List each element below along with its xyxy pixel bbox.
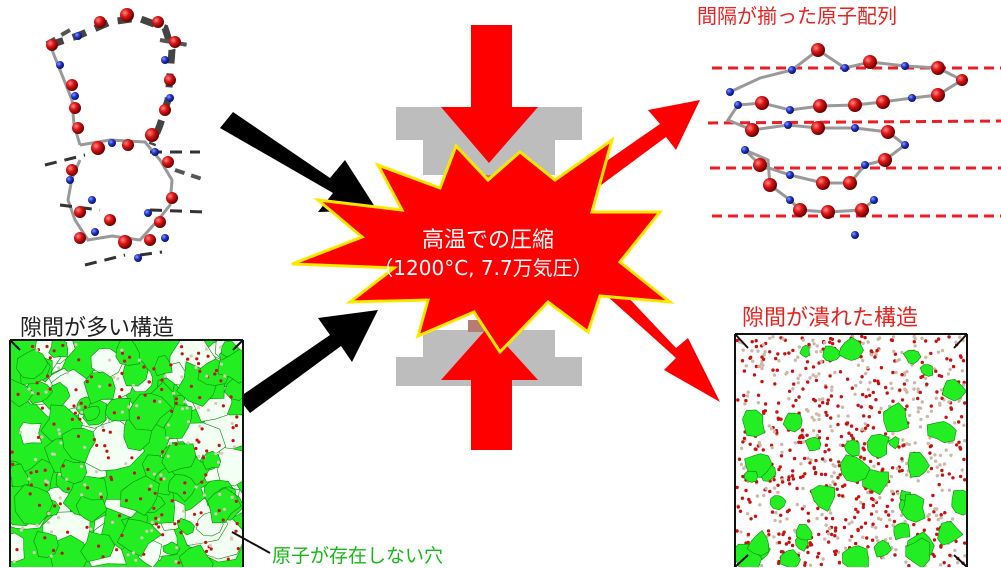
ring-molecule-image bbox=[41, 8, 206, 267]
explosion-burst-icon bbox=[291, 136, 675, 355]
ordered-arrangement-label: 間隔が揃った原子配列 bbox=[697, 4, 897, 28]
arrow-black-upper bbox=[220, 112, 377, 212]
arrow-black-lower bbox=[238, 310, 378, 413]
void-note-label: 原子が存在しない穴 bbox=[272, 545, 444, 567]
press-arrow-down bbox=[441, 25, 538, 163]
collapsed-structure-label: 隙間が潰れた構造 bbox=[742, 306, 919, 331]
ordered-atom-layers-image bbox=[707, 43, 1001, 239]
dense-atoms bbox=[735, 334, 967, 567]
press-arrow-up bbox=[441, 326, 538, 450]
collapsed-structure-image bbox=[734, 333, 968, 567]
void-pointer-line bbox=[231, 531, 271, 554]
arrow-red-upper bbox=[582, 100, 700, 191]
burst-line-2: （1200°C, 7.7万気圧） bbox=[373, 256, 592, 280]
void-blobs bbox=[10, 340, 243, 567]
press-anvil-icon bbox=[396, 25, 582, 450]
porous-structure-label: 隙間が多い構造 bbox=[20, 316, 175, 341]
porous-structure-image bbox=[9, 339, 244, 567]
arrow-red-lower bbox=[597, 276, 720, 402]
burst-line-1: 高温での圧縮 bbox=[422, 228, 554, 253]
